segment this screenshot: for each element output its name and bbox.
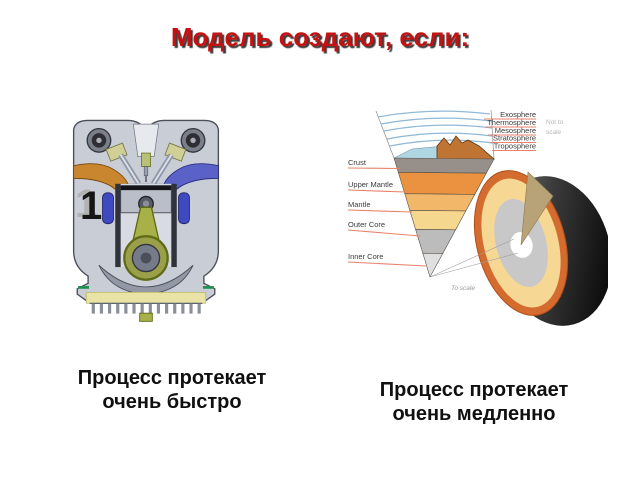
label-inner-core: Inner Core: [348, 252, 383, 261]
oil-pan: [85, 292, 207, 304]
engine-caption: Процесс протекает очень быстро: [34, 366, 310, 414]
layer-mantle: [409, 210, 467, 231]
figure-number-label: 1: [80, 184, 103, 228]
layer-crust: [393, 157, 495, 174]
counterweight: [98, 264, 194, 295]
layer-label-lines: [347, 167, 427, 267]
intake-port: [73, 163, 129, 190]
sphere-wedge-cut: [520, 171, 554, 246]
layer-outer-core: [415, 229, 457, 254]
engine-caption-line1: Процесс протекает: [77, 367, 267, 389]
cooling-fins: [89, 302, 203, 314]
label-crust: Crust: [348, 158, 367, 167]
gasket-left: [78, 286, 89, 289]
valve-right: [150, 153, 174, 186]
wedge-leader-line-2: [429, 252, 519, 278]
label-exosphere: Exosphere: [500, 110, 536, 119]
atmosphere-labels: Exosphere Thermosphere Mesosphere Strato…: [484, 110, 536, 152]
engine-cross-section-image: [70, 102, 222, 338]
spark-plug: [141, 152, 151, 182]
layer-upper-mantle: [397, 171, 487, 195]
atmosphere-label-lines: [484, 118, 536, 152]
label-troposphere: Troposphere: [494, 142, 536, 151]
crankshaft-big-end: [123, 235, 169, 281]
label-outer-core: Outer Core: [348, 220, 385, 229]
not-to-scale-note-line1: Not to: [546, 119, 564, 126]
engine-caption-line2: очень быстро: [102, 391, 242, 413]
wedge-layers: [393, 157, 495, 278]
camshaft-left: [86, 127, 112, 153]
water-jacket-left: [102, 192, 114, 225]
valve-left: [118, 153, 142, 186]
label-mantle: Mantle: [348, 200, 371, 209]
water-jacket-right: [178, 192, 190, 225]
exhaust-port: [163, 163, 219, 190]
intake-funnel: [132, 123, 160, 158]
wedge-leader-line-1: [429, 238, 515, 278]
layer-labels: Crust Upper Mantle Mantle Outer Core Inn…: [347, 158, 427, 267]
layer-inner-core: [422, 252, 444, 278]
earth-caption: Процесс протекает очень медленно: [324, 378, 624, 426]
label-thermosphere: Thermosphere: [487, 118, 536, 127]
drain-plug: [139, 312, 153, 322]
slide-title: Модель создают, если:: [170, 22, 470, 52]
camshaft-right: [180, 127, 206, 153]
earth-layers-image: Exosphere Thermosphere Mesosphere Strato…: [344, 96, 608, 340]
label-upper-mantle: Upper Mantle: [348, 180, 393, 189]
earth-svg: Exosphere Thermosphere Mesosphere Strato…: [347, 109, 608, 326]
atmosphere-arcs: [377, 110, 494, 147]
earth-caption-line1: Процесс протекает: [379, 379, 569, 401]
surface-mountains: [436, 135, 495, 163]
label-stratosphere: Stratosphere: [493, 134, 536, 143]
layer-upper-mantle-2: [404, 193, 476, 212]
engine-svg: [72, 119, 220, 322]
gasket-right: [203, 286, 214, 289]
not-to-scale-note-line2: scale: [546, 129, 562, 136]
earth-caption-line2: очень медленно: [392, 403, 556, 425]
to-scale-note: To scale: [451, 285, 475, 292]
fan-line-left: [375, 110, 395, 159]
piston: [120, 185, 172, 214]
label-mesosphere: Mesosphere: [495, 126, 536, 135]
